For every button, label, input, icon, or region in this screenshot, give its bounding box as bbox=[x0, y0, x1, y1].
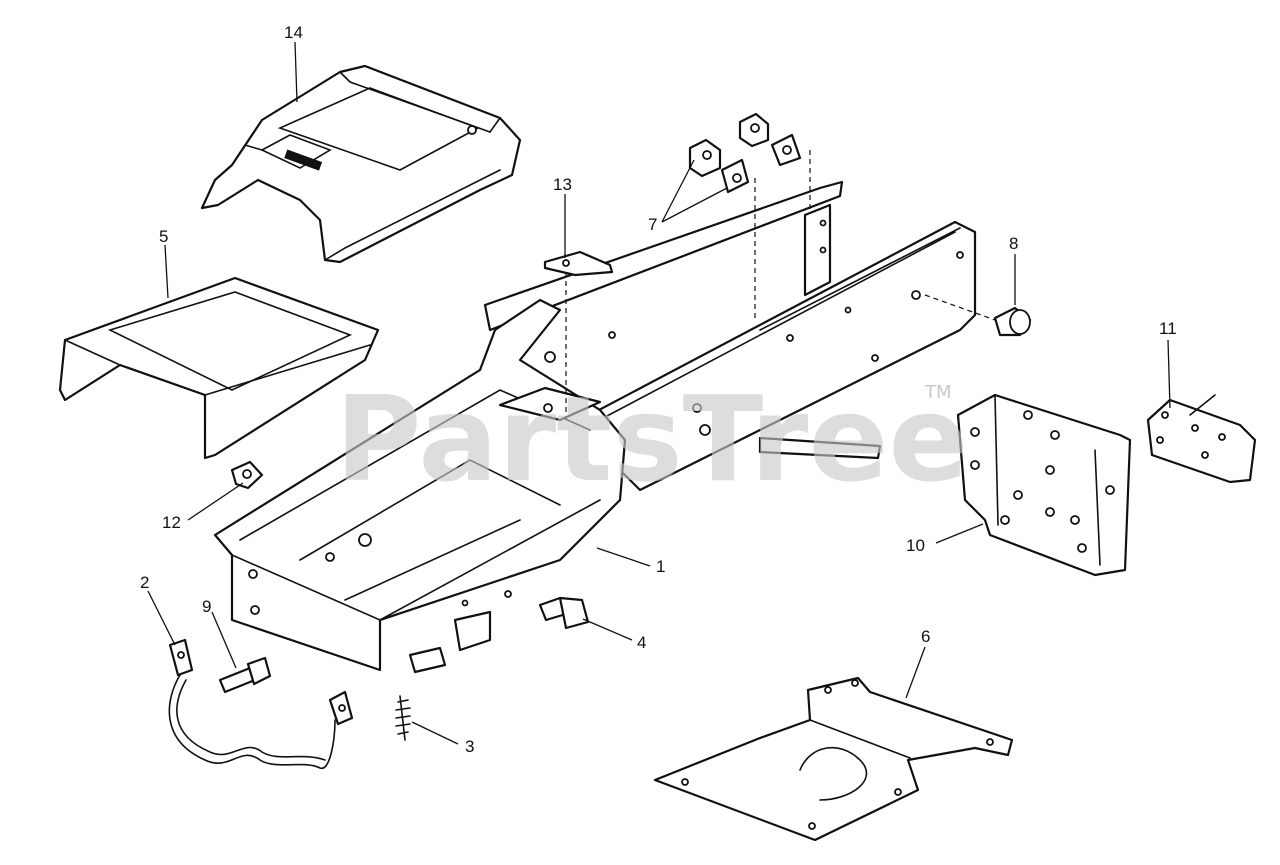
part-12-clip[interactable] bbox=[230, 460, 264, 490]
callout-9[interactable]: 9 bbox=[202, 597, 211, 616]
part-8-bushing[interactable] bbox=[924, 294, 1032, 337]
callout-4[interactable]: 4 bbox=[637, 633, 646, 652]
part-10-mounting-plate[interactable] bbox=[956, 393, 1132, 577]
callout-5[interactable]: 5 bbox=[159, 227, 168, 246]
callout-12[interactable]: 12 bbox=[162, 513, 181, 532]
callout-10[interactable]: 10 bbox=[906, 536, 925, 555]
part-9-bolt[interactable] bbox=[218, 656, 272, 694]
part-14-seat-cover[interactable] bbox=[200, 64, 522, 264]
callout-3[interactable]: 3 bbox=[465, 737, 474, 756]
part-3-spring[interactable] bbox=[395, 695, 411, 741]
callout-labels: 14 5 13 7 8 11 1 12 10 2 9 4 3 6 bbox=[140, 23, 1177, 756]
callout-14[interactable]: 14 bbox=[284, 23, 303, 42]
part-4-bolt[interactable] bbox=[538, 596, 590, 630]
part-11-bracket-plate[interactable] bbox=[1146, 394, 1257, 484]
part-1-main-frame[interactable] bbox=[213, 180, 977, 674]
watermark-text: PartsTree bbox=[335, 370, 969, 508]
part-6-base-plate[interactable] bbox=[653, 676, 1014, 842]
watermark-trademark: TM bbox=[924, 382, 952, 403]
callout-13[interactable]: 13 bbox=[553, 175, 572, 194]
part-13-bracket[interactable] bbox=[543, 250, 614, 420]
part-7-clips[interactable] bbox=[688, 112, 811, 320]
callout-11[interactable]: 11 bbox=[1159, 319, 1177, 338]
callout-8[interactable]: 8 bbox=[1009, 234, 1018, 253]
callout-6[interactable]: 6 bbox=[921, 627, 930, 646]
part-5-seat-panel[interactable] bbox=[58, 276, 380, 460]
callout-1[interactable]: 1 bbox=[656, 557, 665, 576]
leader-lines bbox=[147, 41, 1171, 745]
callout-2[interactable]: 2 bbox=[140, 573, 149, 592]
callout-7[interactable]: 7 bbox=[648, 215, 657, 234]
part-2-harness[interactable] bbox=[168, 638, 354, 769]
